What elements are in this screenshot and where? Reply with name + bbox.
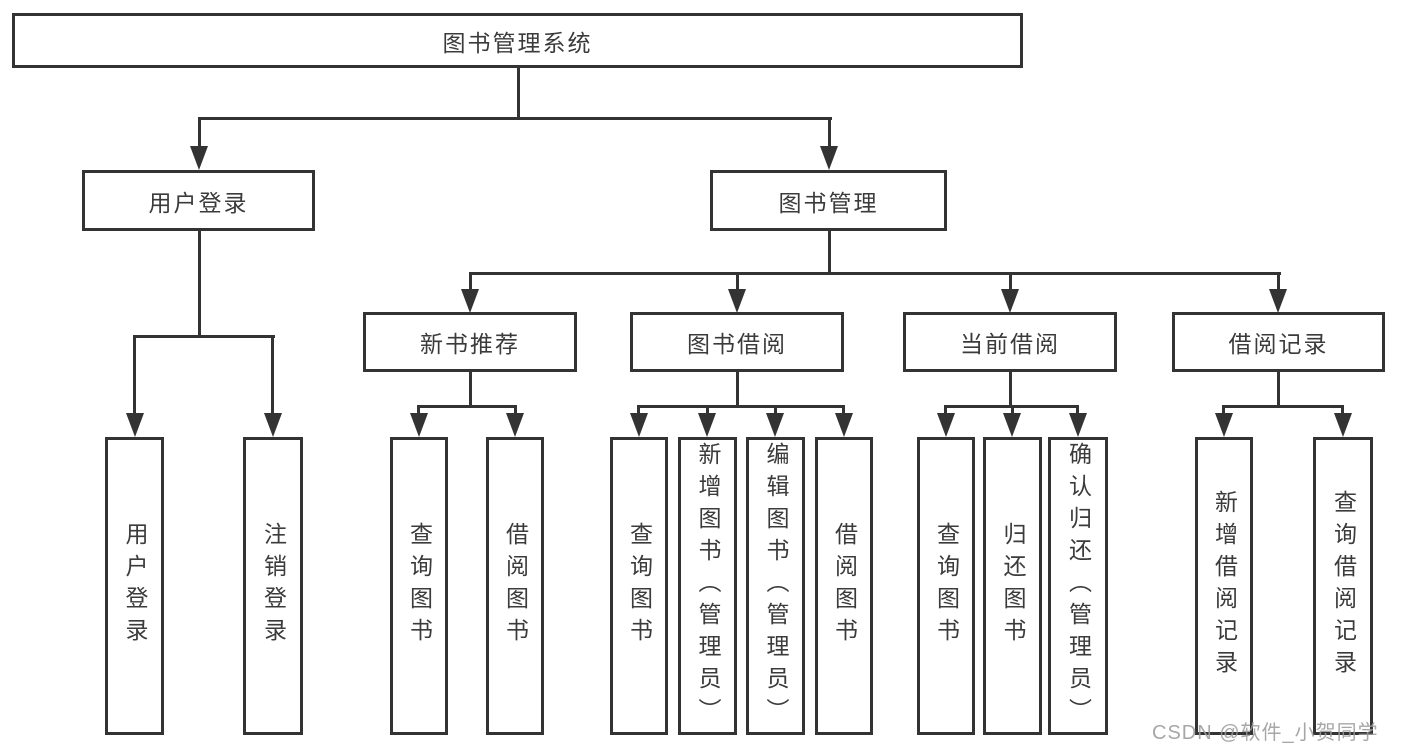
connector-drop-leaf-user-login [133,335,136,415]
node-label: 确认归还（管理员） [1065,442,1092,730]
arrowhead-query-book-2 [630,413,648,437]
connector-drop-current-borrow [1009,272,1012,292]
arrowhead-leaf-user-login [126,413,144,437]
connector-drop-confirm-return [1076,405,1079,416]
leaf-add-borrow-record: 新增借阅记录 [1195,437,1253,735]
leaf-user-login: 用户登录 [105,437,164,735]
connector-book-management-rail [469,272,1281,275]
arrowhead-add-record [1215,413,1233,437]
connector-book-borrow-stem [736,372,739,408]
connector-book-borrow-rail [637,405,845,408]
leaf-query-book-2: 查询图书 [610,437,668,735]
connector-drop-add-record [1222,405,1225,416]
node-current-borrow: 当前借阅 [903,312,1117,372]
node-label: 归还图书 [1000,522,1026,650]
node-new-book-recommend: 新书推荐 [363,312,577,372]
connector-drop-query-record [1341,405,1344,416]
connector-drop-return-book [1011,405,1014,416]
connector-drop-borrow-book-2 [842,405,845,416]
arrowhead-current-borrow [1001,289,1019,313]
connector-drop-borrow-records [1277,272,1280,292]
arrowhead-leaf-logout [264,413,282,437]
connector-root-stem [517,68,520,119]
leaf-confirm-return-admin: 确认归还（管理员） [1048,437,1108,735]
node-user-login: 用户登录 [82,170,315,231]
connector-new-book-rail [417,405,517,408]
arrowhead-add-book [698,413,716,437]
leaf-borrow-book-1: 借阅图书 [486,437,544,735]
leaf-borrow-book-2: 借阅图书 [815,437,873,735]
arrowhead-confirm-return [1069,413,1087,437]
csdn-watermark: CSDN @软件_小贺同学 [1152,722,1379,744]
node-label: 图书借阅 [687,331,787,357]
connector-drop-user-login [198,117,201,149]
arrowhead-borrow-book-1 [506,413,524,437]
node-label: 图书管理系统 [442,29,593,56]
node-borrow-records: 借阅记录 [1172,312,1385,372]
connector-root-rail [198,117,832,120]
node-library-management-system: 图书管理系统 [12,13,1023,68]
connector-drop-query-book-1 [417,405,420,416]
arrowhead-query-record [1334,413,1352,437]
connector-drop-new-book [469,272,472,292]
arrowhead-return-book [1003,413,1021,437]
node-label: 查询图书 [933,522,960,650]
leaf-logout: 注销登录 [243,437,303,735]
node-label: 用户登录 [122,522,148,650]
node-book-borrow: 图书借阅 [630,312,844,372]
leaf-edit-book-admin: 编辑图书（管理员） [746,437,805,735]
connector-drop-query-book-2 [637,405,640,416]
connector-user-login-stem [198,231,201,338]
node-label: 查询借阅记录 [1330,490,1357,682]
connector-borrow-records-stem [1277,372,1280,408]
leaf-query-borrow-record: 查询借阅记录 [1313,437,1373,735]
node-label: 用户登录 [148,189,249,216]
node-label: 新书推荐 [420,331,520,357]
connector-drop-query-book-3 [944,405,947,416]
arrowhead-book-borrow [728,289,746,313]
connector-drop-book-borrow [736,272,739,292]
node-label: 借阅记录 [1228,331,1329,357]
arrowhead-query-book-1 [410,413,428,437]
connector-current-borrow-stem [1009,372,1012,408]
connector-drop-borrow-book-1 [514,405,517,416]
node-label: 新增图书（管理员） [695,442,721,730]
leaf-return-book: 归还图书 [983,437,1042,735]
connector-drop-leaf-logout [271,335,274,415]
leaf-query-book-1: 查询图书 [390,437,448,735]
arrowhead-borrow-records [1269,289,1287,313]
node-book-management: 图书管理 [710,170,947,231]
arrowhead-user-login [190,146,208,170]
connector-user-login-rail [133,335,275,338]
arrowhead-borrow-book-2 [835,413,853,437]
arrowhead-book-management [820,146,838,170]
node-label: 当前借阅 [960,331,1060,357]
connector-new-book-stem [469,372,472,408]
node-label: 借阅图书 [831,522,858,650]
node-label: 借阅图书 [502,522,529,650]
node-label: 新增借阅记录 [1211,490,1238,682]
leaf-add-book-admin: 新增图书（管理员） [678,437,737,735]
node-label: 查询图书 [626,522,653,650]
connector-borrow-records-rail [1222,405,1344,408]
connector-book-management-stem [828,231,831,275]
connector-drop-book-management [828,117,831,149]
connector-drop-add-book [706,405,709,416]
node-label: 注销登录 [260,522,287,650]
node-label: 编辑图书（管理员） [763,442,789,730]
connector-drop-edit-book [774,405,777,416]
node-label: 查询图书 [406,522,433,650]
leaf-query-book-3: 查询图书 [917,437,975,735]
node-label: 图书管理 [778,189,879,216]
arrowhead-edit-book [766,413,784,437]
arrowhead-new-book [461,289,479,313]
arrowhead-query-book-3 [937,413,955,437]
